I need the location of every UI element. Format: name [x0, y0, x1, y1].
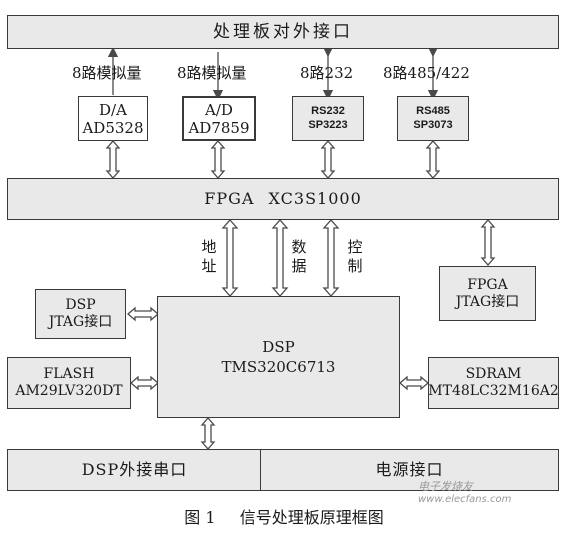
figure-title: 信号处理板原理框图	[239, 508, 384, 527]
power-interface-label: 电源接口	[375, 460, 444, 480]
flash-box: FLASH AM29LV320DT	[7, 357, 131, 409]
rs232-transceiver-box: RS232 SP3223	[292, 96, 364, 141]
dsp-serial-box: DSP外接串口	[7, 449, 262, 491]
ad-converter-box: A/D AD7859	[182, 96, 256, 141]
bus-arrow-rs485	[425, 140, 441, 179]
bus-arrow-ad	[210, 140, 226, 179]
dsp-serial-label: DSP外接串口	[81, 460, 188, 480]
da-part: AD5328	[82, 118, 144, 137]
dsp-jtag-subtitle: JTAG接口	[48, 314, 113, 330]
rs232-title: RS232	[311, 105, 345, 118]
rs485-part: SP3073	[413, 118, 453, 131]
signal-label-rs485: 8路485/422	[383, 64, 470, 82]
bus-arrow-serial	[200, 417, 216, 450]
bus-arrow-control	[322, 219, 340, 297]
fpga-box: FPGA XC3S1000	[7, 178, 559, 220]
bus-label-data: 数据	[291, 238, 307, 275]
external-interface-box: 处理板对外接口	[7, 15, 559, 49]
bus-arrow-flash	[130, 375, 159, 391]
rs485-title: RS485	[416, 105, 450, 118]
bus-arrow-rs232	[320, 140, 336, 179]
fpga-jtag-box: FPGA JTAG接口	[439, 266, 536, 321]
bus-arrow-da	[105, 140, 121, 179]
watermark-name: 电子发烧友	[418, 480, 473, 493]
watermark: 电子发烧友 www.elecfans.com	[418, 478, 511, 505]
dsp-jtag-title: DSP	[65, 297, 96, 314]
dsp-box: DSP TMS320C6713	[157, 296, 400, 418]
signal-label-rs232: 8路232	[300, 64, 354, 82]
sdram-box: SDRAM MT48LC32M16A2	[428, 357, 559, 409]
dsp-title: DSP	[262, 337, 295, 356]
bus-label-control: 控制	[347, 238, 363, 275]
dsp-jtag-box: DSP JTAG接口	[35, 289, 126, 339]
rs485-transceiver-box: RS485 SP3073	[397, 96, 469, 141]
flash-title: FLASH	[43, 366, 95, 383]
power-interface-box: 电源接口	[260, 449, 559, 491]
external-interface-label: 处理板对外接口	[213, 21, 353, 42]
ad-title: A/D	[205, 100, 233, 119]
fpga-jtag-subtitle: JTAG接口	[455, 293, 520, 310]
fpga-jtag-title: FPGA	[467, 276, 508, 293]
dsp-part: TMS320C6713	[221, 358, 336, 376]
watermark-url: www.elecfans.com	[418, 494, 512, 505]
bus-arrow-address	[221, 219, 239, 297]
figure-caption: 图 1 信号处理板原理框图	[0, 504, 568, 528]
bus-arrow-dsp-jtag	[127, 306, 159, 322]
bus-arrow-data	[271, 219, 289, 297]
da-title: D/A	[99, 100, 127, 119]
bus-label-address: 地址	[201, 238, 217, 275]
signal-label-da: 8路模拟量	[72, 64, 142, 82]
figure-number: 图 1	[184, 508, 216, 527]
sdram-title: SDRAM	[465, 366, 522, 383]
bus-arrow-sdram	[399, 375, 429, 391]
flash-part: AM29LV320DT	[15, 383, 123, 399]
rs232-part: SP3223	[308, 118, 348, 131]
bus-arrow-fpga-jtag	[480, 219, 496, 266]
ad-part: AD7859	[188, 118, 250, 137]
fpga-label: FPGA XC3S1000	[204, 189, 362, 209]
signal-label-ad: 8路模拟量	[177, 64, 247, 82]
sdram-part: MT48LC32M16A2	[428, 383, 559, 399]
da-converter-box: D/A AD5328	[78, 96, 148, 141]
